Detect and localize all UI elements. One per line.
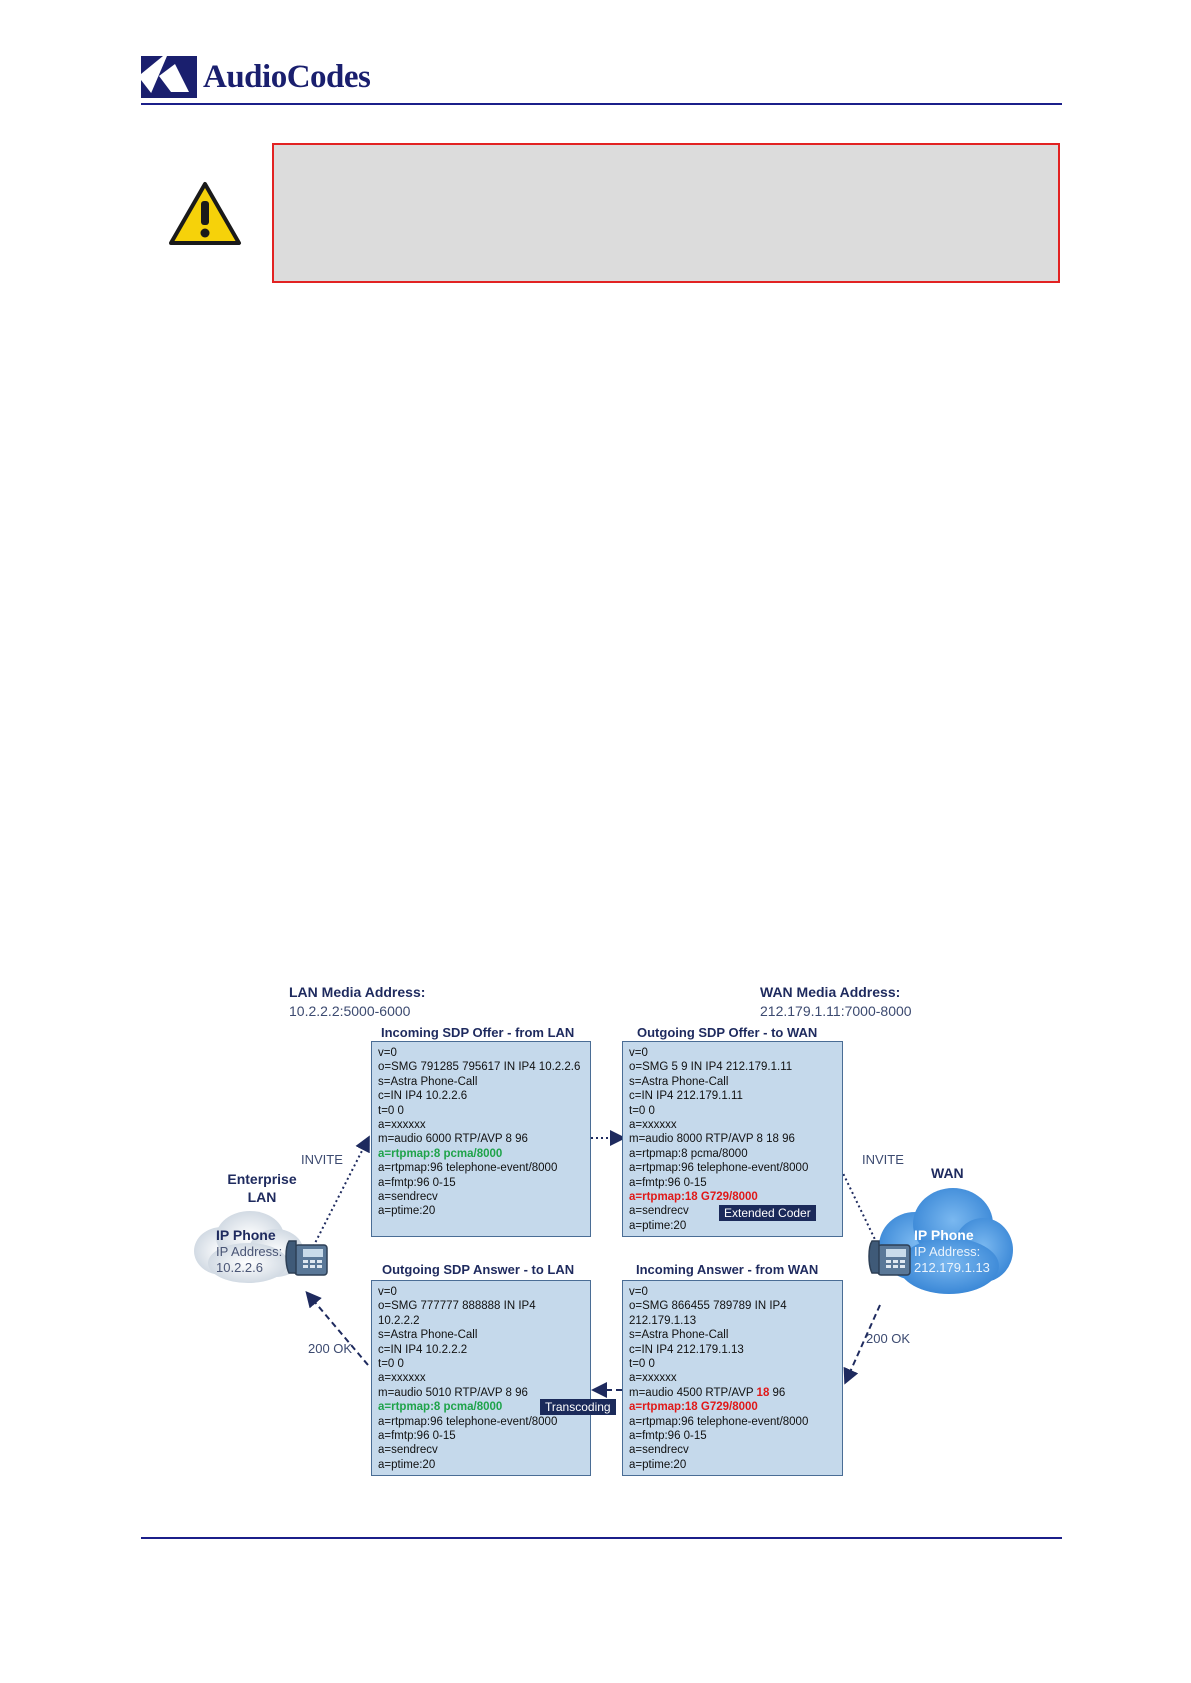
incoming-answer-title: Incoming Answer - from WAN xyxy=(636,1262,819,1277)
wan-label: WAN xyxy=(931,1165,964,1181)
incoming-offer-box: v=0 o=SMG 791285 795617 IN IP4 10.2.2.6 … xyxy=(371,1041,591,1237)
incoming-offer-title: Incoming SDP Offer - from LAN xyxy=(381,1025,575,1040)
sdp-line: s=Astra Phone-Call xyxy=(378,1075,478,1088)
lan-cloud-icon xyxy=(194,1211,304,1283)
sdp-line: v=0 xyxy=(378,1047,397,1059)
sdp-line: c=IN IP4 10.2.2.6 xyxy=(378,1090,468,1103)
invite-left-label: INVITE xyxy=(301,1152,343,1167)
sdp-line: v=0 xyxy=(629,1047,648,1059)
incoming-answer-box: v=0 o=SMG 866455 789789 IN IP4 212.179.1… xyxy=(622,1280,843,1476)
sdp-line: t=0 0 xyxy=(378,1358,404,1371)
sdp-line-g729-highlight: a=rtpmap:18 G729/8000 xyxy=(629,1401,758,1414)
sdp-line: 212.179.1.13 xyxy=(629,1314,697,1327)
enterprise-lan-label-line2: LAN xyxy=(247,1189,277,1205)
lan-phone-address-label: IP Address: xyxy=(216,1244,283,1259)
sdp-line: a=xxxxxx xyxy=(629,1371,836,1385)
outgoing-answer-box: v=0 o=SMG 777777 888888 IN IP4 10.2.2.2 … xyxy=(371,1280,591,1476)
sdp-line-pcma-highlight: a=rtpmap:8 pcma/8000 xyxy=(378,1147,503,1160)
audiocodes-logo-mark-icon xyxy=(141,56,197,98)
sdp-line: o=SMG 791285 795617 IN IP4 10.2.2.6 xyxy=(378,1061,581,1074)
sdp-line: a=fmtp:96 0-15 xyxy=(629,1176,707,1189)
sdp-line: a=rtpmap:96 telephone-event/8000 xyxy=(629,1162,809,1175)
invite-right-label: INVITE xyxy=(862,1152,904,1167)
footer-rule xyxy=(141,1537,1062,1539)
enterprise-lan-label-line1: Enterprise xyxy=(227,1171,297,1187)
extended-coder-tag: Extended Coder xyxy=(719,1205,816,1221)
sdp-line-part: 96 xyxy=(769,1386,786,1399)
lan-phone-title: IP Phone xyxy=(216,1227,276,1243)
sdp-line: a=fmtp:96 0-15 xyxy=(378,1176,456,1189)
sdp-line-part: a=xxxxxx xyxy=(629,1372,677,1385)
ok-left-label: 200 OK xyxy=(308,1341,353,1356)
wan-cloud-icon xyxy=(879,1188,1013,1294)
sdp-line: t=0 0 xyxy=(378,1104,404,1117)
sdp-line-part: m=audio 4500 RTP/AVP xyxy=(629,1386,757,1399)
outgoing-offer-box: v=0 o=SMG 5 9 IN IP4 212.179.1.11 s=Astr… xyxy=(622,1041,843,1237)
sdp-line: a=sendrecv xyxy=(629,1205,689,1218)
warning-icon xyxy=(169,182,241,245)
sdp-line: t=0 0 xyxy=(629,1358,655,1371)
wan-media-value: 212.179.1.11:7000-8000 xyxy=(760,1003,912,1019)
sdp-transcoding-diagram: LAN Media Address: 10.2.2.2:5000-6000 WA… xyxy=(185,975,1015,1485)
sdp-line: c=IN IP4 212.179.1.13 xyxy=(629,1343,744,1356)
sdp-line: m=audio 6000 RTP/AVP 8 96 xyxy=(378,1133,528,1146)
sdp-line: v=0 xyxy=(629,1286,648,1298)
sdp-line: m=audio 8000 RTP/AVP 8 18 96 xyxy=(629,1133,795,1146)
sdp-line: a=xxxxxx xyxy=(629,1119,677,1132)
ok-right-label: 200 OK xyxy=(866,1331,911,1346)
sdp-line: a=rtpmap:96 telephone-event/8000 xyxy=(378,1415,558,1428)
transcoding-tag: Transcoding xyxy=(540,1399,616,1415)
sdp-line: a=sendrecv xyxy=(629,1444,689,1457)
sdp-line: a=ptime:20 xyxy=(378,1458,436,1471)
sdp-line: o=SMG 5 9 IN IP4 212.179.1.11 xyxy=(629,1061,793,1074)
sdp-line: s=Astra Phone-Call xyxy=(378,1329,478,1342)
sdp-line-pcma-highlight: a=rtpmap:8 pcma/8000 xyxy=(378,1401,503,1414)
sdp-line: o=SMG 777777 888888 IN IP4 xyxy=(378,1300,536,1313)
header-rule xyxy=(141,103,1062,105)
audiocodes-logo: AudioCodes xyxy=(141,55,371,99)
sdp-line: a=fmtp:96 0-15 xyxy=(378,1430,456,1443)
sdp-line: a=fmtp:96 0-15 xyxy=(629,1430,707,1443)
sdp-line: m=audio 5010 RTP/AVP 8 96 xyxy=(378,1386,528,1399)
sdp-line: 10.2.2.2 xyxy=(378,1314,420,1327)
sdp-line: s=Astra Phone-Call xyxy=(629,1075,729,1088)
lan-media-value: 10.2.2.2:5000-6000 xyxy=(289,1003,411,1019)
sdp-line: a=rtpmap:96 telephone-event/8000 xyxy=(629,1415,809,1428)
outgoing-offer-title: Outgoing SDP Offer - to WAN xyxy=(637,1025,818,1040)
sdp-line: a=ptime:20 xyxy=(629,1458,687,1471)
sdp-line: a=xxxxxx xyxy=(378,1372,426,1385)
ok-right-arrow xyxy=(843,1304,881,1385)
lan-phone-address: 10.2.2.6 xyxy=(216,1260,263,1275)
sdp-line: c=IN IP4 10.2.2.2 xyxy=(378,1343,468,1356)
lan-media-title: LAN Media Address: xyxy=(289,984,426,1000)
sdp-line: v=0 xyxy=(378,1286,397,1298)
wan-phone-address-label: IP Address: xyxy=(914,1244,981,1259)
sdp-line: a=ptime:20 xyxy=(629,1219,687,1232)
wan-phone-title: IP Phone xyxy=(914,1227,974,1243)
sdp-line: a=ptime:20 xyxy=(378,1205,436,1218)
sdp-line: a=sendrecv xyxy=(378,1444,438,1457)
sdp-line: o=SMG 866455 789789 IN IP4 xyxy=(629,1300,787,1313)
sdp-line: m=audio 4500 RTP/AVP 18 96 xyxy=(629,1386,836,1400)
sdp-line: a=sendrecv xyxy=(378,1191,438,1204)
sdp-line: c=IN IP4 212.179.1.11 xyxy=(629,1090,743,1103)
invite-left-arrow xyxy=(310,1135,370,1252)
sdp-line: s=Astra Phone-Call xyxy=(629,1329,729,1342)
sdp-line: a=xxxxxx xyxy=(378,1119,426,1132)
logo-text: AudioCodes xyxy=(203,58,371,95)
wan-phone-address: 212.179.1.13 xyxy=(914,1260,990,1275)
wan-media-title: WAN Media Address: xyxy=(760,984,901,1000)
warning-note-box xyxy=(272,143,1060,283)
sdp-line-g729-highlight: a=rtpmap:18 G729/8000 xyxy=(629,1191,758,1204)
lan-ip-phone-icon xyxy=(285,1240,328,1276)
ok-left-arrow xyxy=(305,1290,369,1366)
sdp-line: a=rtpmap:8 pcma/8000 xyxy=(629,1147,748,1160)
sdp-line: a=rtpmap:96 telephone-event/8000 xyxy=(378,1162,558,1175)
sdp-line: t=0 0 xyxy=(629,1104,655,1117)
sdp-payload-18-highlight: 18 xyxy=(756,1386,770,1399)
wan-ip-phone-icon xyxy=(868,1240,911,1276)
outgoing-answer-title: Outgoing SDP Answer - to LAN xyxy=(382,1262,575,1277)
